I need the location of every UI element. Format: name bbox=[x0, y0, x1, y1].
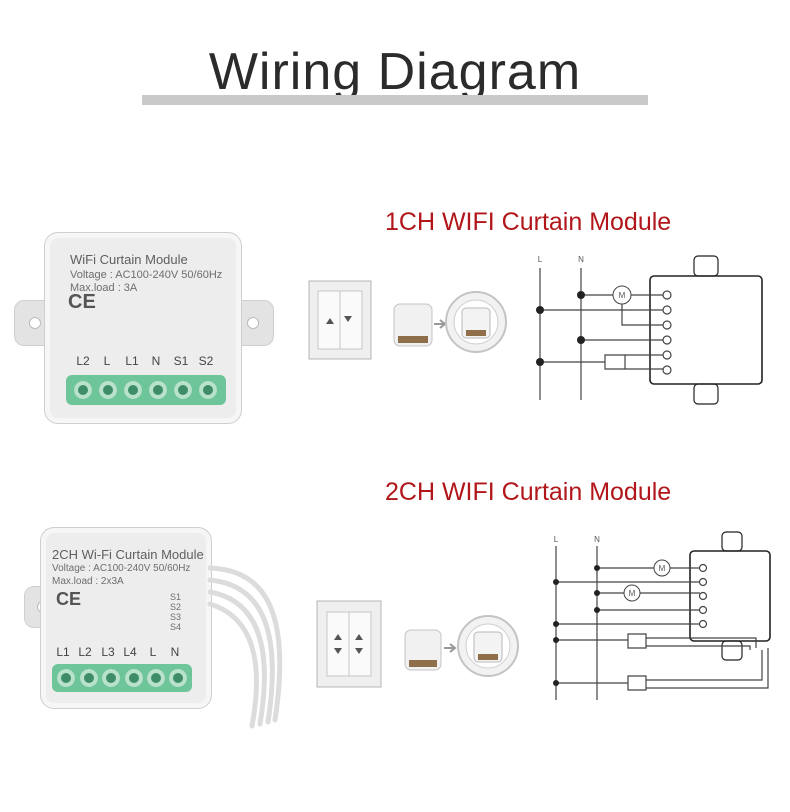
wall-box-1ch bbox=[445, 291, 507, 353]
wall-switch-1ch bbox=[308, 280, 372, 360]
switch-label-s4: S4 bbox=[170, 622, 182, 632]
neutral-label: N bbox=[578, 255, 584, 264]
terminal-label-5: L bbox=[149, 645, 157, 659]
motor-icon bbox=[612, 285, 632, 305]
terminal-screw bbox=[199, 381, 217, 399]
terminal-label-3: L1 bbox=[125, 354, 139, 368]
section-title-1ch: 1CH WIFI Curtain Module bbox=[385, 208, 672, 236]
title-underline bbox=[142, 95, 648, 105]
terminal-label-2: L bbox=[103, 354, 111, 368]
terminal-screw bbox=[125, 669, 143, 687]
terminal-label-6: N bbox=[170, 645, 180, 659]
schematic-1ch bbox=[539, 255, 763, 405]
switch-label-s3: S3 bbox=[170, 612, 182, 622]
terminal-screw bbox=[169, 669, 187, 687]
module-1ch-max-load: Max.load : 3A bbox=[70, 282, 138, 294]
terminal-screw bbox=[174, 381, 192, 399]
terminal-label-4: L4 bbox=[123, 645, 137, 659]
mini-module-2ch bbox=[404, 629, 457, 671]
terminal-screw bbox=[147, 669, 165, 687]
terminal-label-2: L2 bbox=[78, 645, 92, 659]
motor-label: M bbox=[629, 589, 636, 598]
terminal-screw bbox=[57, 669, 75, 687]
page-title: Wiring Diagram bbox=[208, 43, 582, 101]
motor-label: M bbox=[619, 291, 626, 300]
line-label: L bbox=[554, 535, 559, 544]
wall-switch-2ch bbox=[316, 600, 382, 688]
terminal-label-5: S1 bbox=[173, 354, 189, 368]
neutral-label: N bbox=[594, 535, 600, 544]
motor-icon bbox=[653, 559, 671, 577]
switch-label-s1: S1 bbox=[170, 592, 182, 602]
terminal-screw bbox=[102, 669, 120, 687]
terminal-block bbox=[52, 664, 192, 692]
switch-label-s2: S2 bbox=[170, 602, 182, 612]
motor-label: M bbox=[659, 564, 666, 573]
module-2ch-max-load: Max.load : 2x3A bbox=[52, 576, 124, 587]
terminal-label-1: L1 bbox=[56, 645, 70, 659]
module-2ch-wire-leads bbox=[207, 565, 283, 729]
terminal-label-1: L2 bbox=[76, 354, 90, 368]
module-2ch-voltage: Voltage : AC100-240V 50/60Hz bbox=[52, 563, 191, 574]
ce-mark-icon: CE bbox=[56, 589, 82, 609]
module-2ch-name: 2CH Wi-Fi Curtain Module bbox=[52, 547, 204, 562]
terminal-label-6: S2 bbox=[198, 354, 214, 368]
terminal-screw bbox=[74, 381, 92, 399]
junction-dots-2ch bbox=[553, 565, 600, 686]
junction-dots-1ch bbox=[536, 291, 585, 366]
ce-mark-icon: CE bbox=[68, 291, 96, 313]
line-label: L bbox=[538, 255, 543, 264]
section-title-2ch: 2CH WIFI Curtain Module bbox=[385, 478, 672, 506]
terminal-screw bbox=[149, 381, 167, 399]
terminal-label-4: N bbox=[151, 354, 161, 368]
motor-icon bbox=[623, 584, 641, 602]
terminal-label-3: L3 bbox=[101, 645, 115, 659]
wall-box-2ch bbox=[457, 615, 519, 677]
module-1ch-name: WiFi Curtain Module bbox=[70, 252, 188, 267]
schematic-2ch bbox=[555, 531, 771, 700]
terminal-screw bbox=[124, 381, 142, 399]
mini-module-1ch bbox=[393, 303, 447, 347]
terminal-screw bbox=[80, 669, 98, 687]
terminal-screw bbox=[99, 381, 117, 399]
module-1ch-voltage: Voltage : AC100-240V 50/60Hz bbox=[70, 269, 223, 281]
